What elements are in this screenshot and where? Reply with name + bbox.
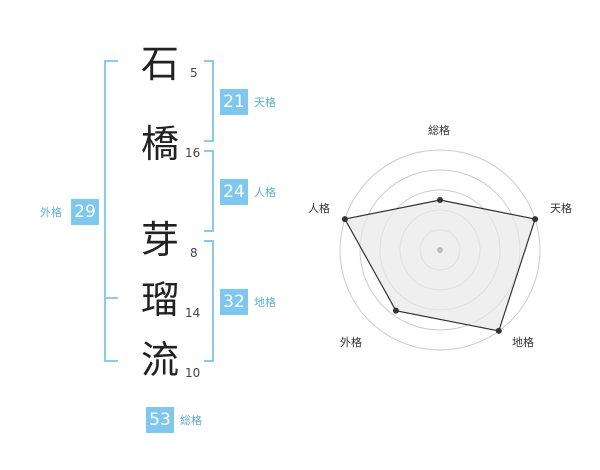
- radar-point: [495, 327, 502, 334]
- name-char-2: 橋: [140, 122, 179, 166]
- name-char-5: 流: [140, 338, 179, 382]
- so-value-badge: 53: [146, 407, 174, 433]
- radar-chart: [339, 149, 541, 351]
- radar-grid-ring: [339, 149, 541, 351]
- jin-value-badge: 24: [220, 179, 248, 205]
- ten-value-badge: 21: [220, 89, 248, 115]
- radar-point: [532, 216, 539, 223]
- jin-bracket: [204, 150, 214, 232]
- stroke-count-3: 8: [190, 246, 198, 260]
- chi-value-badge: 32: [220, 289, 248, 315]
- stroke-count-5: 10: [185, 366, 201, 380]
- radar-center-dot: [437, 247, 443, 253]
- so-label: 総格: [180, 414, 202, 427]
- radar-label-so: 総格: [428, 124, 450, 137]
- stroke-count-2: 16: [185, 146, 201, 160]
- radar-area: [343, 199, 536, 332]
- radar-points: [341, 197, 539, 334]
- gai-bracket: [104, 60, 118, 362]
- stroke-count-1: 5: [190, 66, 198, 80]
- ten-bracket: [204, 60, 214, 142]
- radar-point: [437, 197, 443, 203]
- name-char-3: 芽: [140, 218, 179, 262]
- ten-label: 天格: [254, 96, 276, 109]
- radar-label-ten: 天格: [550, 202, 572, 215]
- gai-label: 外格: [40, 206, 62, 219]
- name-char-1: 石: [140, 42, 179, 86]
- gai-bracket-mid: [106, 297, 118, 299]
- radar-label-gai: 外格: [340, 336, 362, 349]
- gai-value-badge: 29: [71, 199, 99, 225]
- jin-label: 人格: [254, 186, 276, 199]
- radar-label-chi: 地格: [512, 336, 534, 349]
- radar-point: [341, 216, 348, 223]
- radar-point: [392, 307, 399, 314]
- name-char-4: 瑠: [140, 278, 179, 322]
- chi-bracket: [204, 240, 214, 362]
- stroke-count-4: 14: [185, 306, 201, 320]
- chi-label: 地格: [254, 296, 276, 309]
- radar-label-jin: 人格: [308, 202, 330, 215]
